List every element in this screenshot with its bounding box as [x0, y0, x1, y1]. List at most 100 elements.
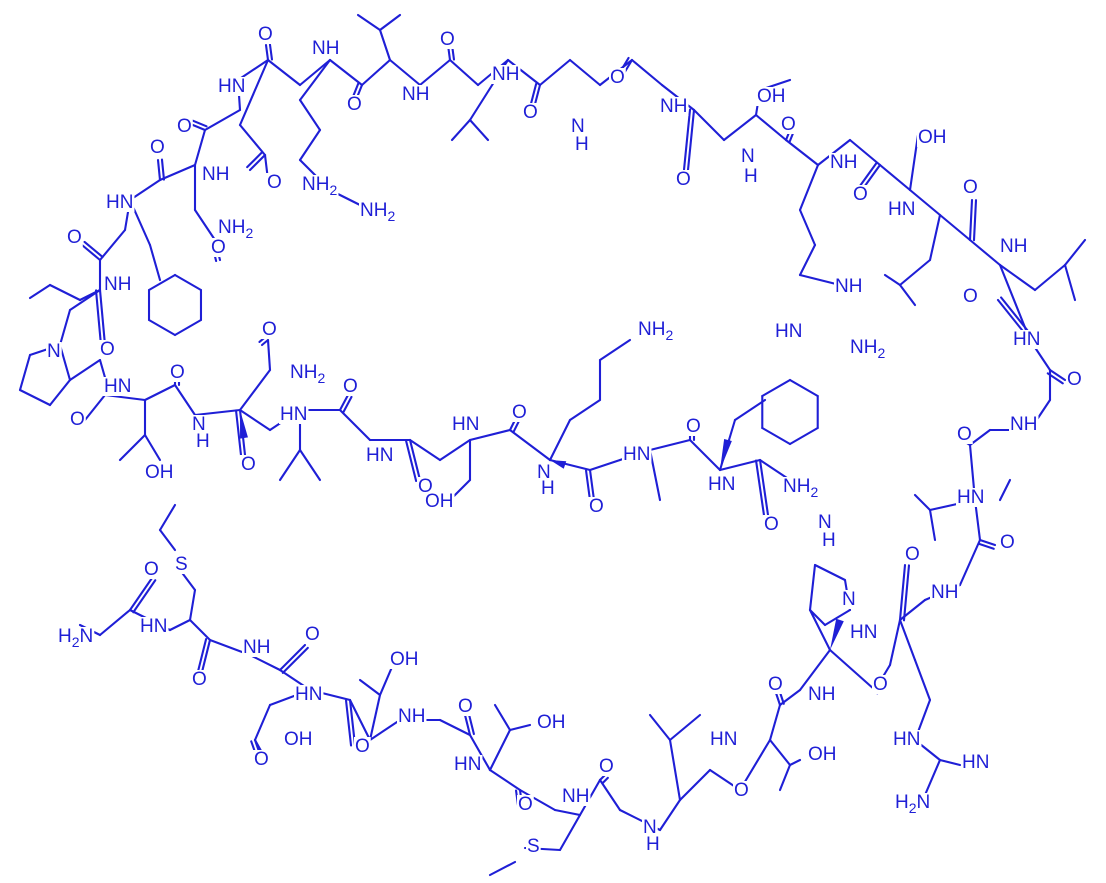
- atom-label-halo: [852, 185, 869, 204]
- atom-o: O: [1000, 532, 1015, 553]
- bond: [188, 618, 212, 642]
- atom-label-halo: [103, 275, 133, 294]
- atom-label-halo: [191, 670, 208, 689]
- atom-label-halo: [149, 138, 166, 157]
- bond: [418, 58, 452, 87]
- atom-nh2: NH2: [360, 200, 395, 224]
- bond: [358, 678, 382, 697]
- atom-o: O: [905, 544, 920, 565]
- atom-label-halo: [139, 617, 169, 636]
- atom-n: N: [741, 146, 755, 167]
- bond: [768, 738, 792, 767]
- atom-o: O: [873, 674, 888, 695]
- atom-label-halo: [266, 173, 283, 192]
- atom-label-halo: [311, 39, 341, 58]
- atom-ho: OH: [425, 491, 454, 512]
- atom-oh: OH: [808, 744, 837, 765]
- atom-o: O: [70, 409, 85, 430]
- atom-label-halo: [253, 750, 270, 769]
- atom-h2n: H2N: [58, 626, 93, 650]
- atom-nh2: NH2: [218, 217, 253, 241]
- atom-o: O: [610, 67, 625, 88]
- bond: [238, 368, 272, 412]
- bond: [268, 43, 274, 61]
- bond: [80, 243, 102, 262]
- atom-label-halo: [707, 475, 737, 494]
- atom-o: O: [518, 794, 533, 815]
- bond: [808, 563, 817, 612]
- bond: [758, 458, 770, 517]
- bond: [908, 188, 942, 217]
- bond: [266, 338, 272, 372]
- bond: [298, 98, 322, 132]
- bond: [1046, 372, 1064, 385]
- bond: [788, 426, 819, 446]
- bond: [463, 713, 472, 737]
- atom-nh: NH: [660, 96, 687, 117]
- atom-label-halo: [849, 338, 887, 360]
- bond: [338, 408, 372, 442]
- bond: [143, 433, 162, 462]
- bond: [156, 158, 162, 182]
- atom-label-halo: [397, 707, 427, 726]
- atom-nh2: NH2: [302, 174, 337, 198]
- atom-label-halo: [526, 837, 541, 856]
- atom-label-halo: [536, 463, 552, 482]
- bond: [160, 158, 166, 181]
- atom-label-halo: [930, 583, 960, 602]
- bond: [173, 273, 203, 292]
- atom-label-halo: [1066, 370, 1083, 389]
- atom-nh2: NH2: [783, 476, 818, 500]
- atom-label-halo: [401, 85, 431, 104]
- bond: [798, 243, 817, 277]
- atom-o: O: [458, 696, 473, 717]
- bond: [388, 58, 422, 87]
- bond: [808, 608, 827, 627]
- bond: [898, 283, 917, 307]
- atom-s: S: [175, 554, 188, 575]
- atom-label-halo: [709, 730, 739, 749]
- atom-h: H: [744, 166, 758, 187]
- stereo-wedge-bond: [830, 618, 844, 650]
- bond: [147, 318, 177, 337]
- atom-nh: NH: [562, 786, 589, 807]
- atom-label-halo: [807, 745, 838, 764]
- bond: [883, 273, 902, 287]
- bond: [368, 718, 402, 742]
- atom-label-halo: [417, 477, 434, 496]
- atom-oh: OH: [757, 86, 786, 107]
- atom-h: H: [541, 478, 555, 499]
- bond: [718, 458, 762, 472]
- atom-hn: HN: [710, 729, 737, 750]
- atom-label-halo: [756, 87, 787, 106]
- atom-o: O: [177, 116, 192, 137]
- bond: [18, 388, 52, 407]
- atom-s: S: [527, 836, 540, 857]
- bond: [512, 420, 520, 433]
- atom-label-halo: [176, 117, 193, 136]
- atom-o: O: [67, 227, 82, 248]
- bond: [468, 733, 492, 772]
- atom-o: O: [589, 496, 604, 517]
- atom-o: O: [343, 376, 358, 397]
- bond: [898, 618, 917, 662]
- atom-hn: HN: [708, 474, 735, 495]
- atom-label-halo: [743, 167, 759, 186]
- bond: [788, 378, 819, 398]
- bond: [278, 643, 307, 672]
- bond: [48, 378, 72, 407]
- atom-label-halo: [961, 753, 991, 772]
- bond: [248, 653, 282, 672]
- atom-nh: NH: [835, 276, 862, 297]
- atom-o: O: [355, 736, 370, 757]
- atom-label-halo: [99, 340, 116, 359]
- atom-h: H: [575, 134, 589, 155]
- bond: [938, 758, 962, 767]
- atom-nh: NH: [931, 582, 958, 603]
- atom-o: O: [100, 339, 115, 360]
- atom-label-halo: [821, 531, 837, 550]
- bond: [813, 563, 847, 582]
- bond: [998, 263, 1037, 292]
- atom-nh2: NH2: [290, 362, 325, 386]
- atom-o: O: [686, 416, 701, 437]
